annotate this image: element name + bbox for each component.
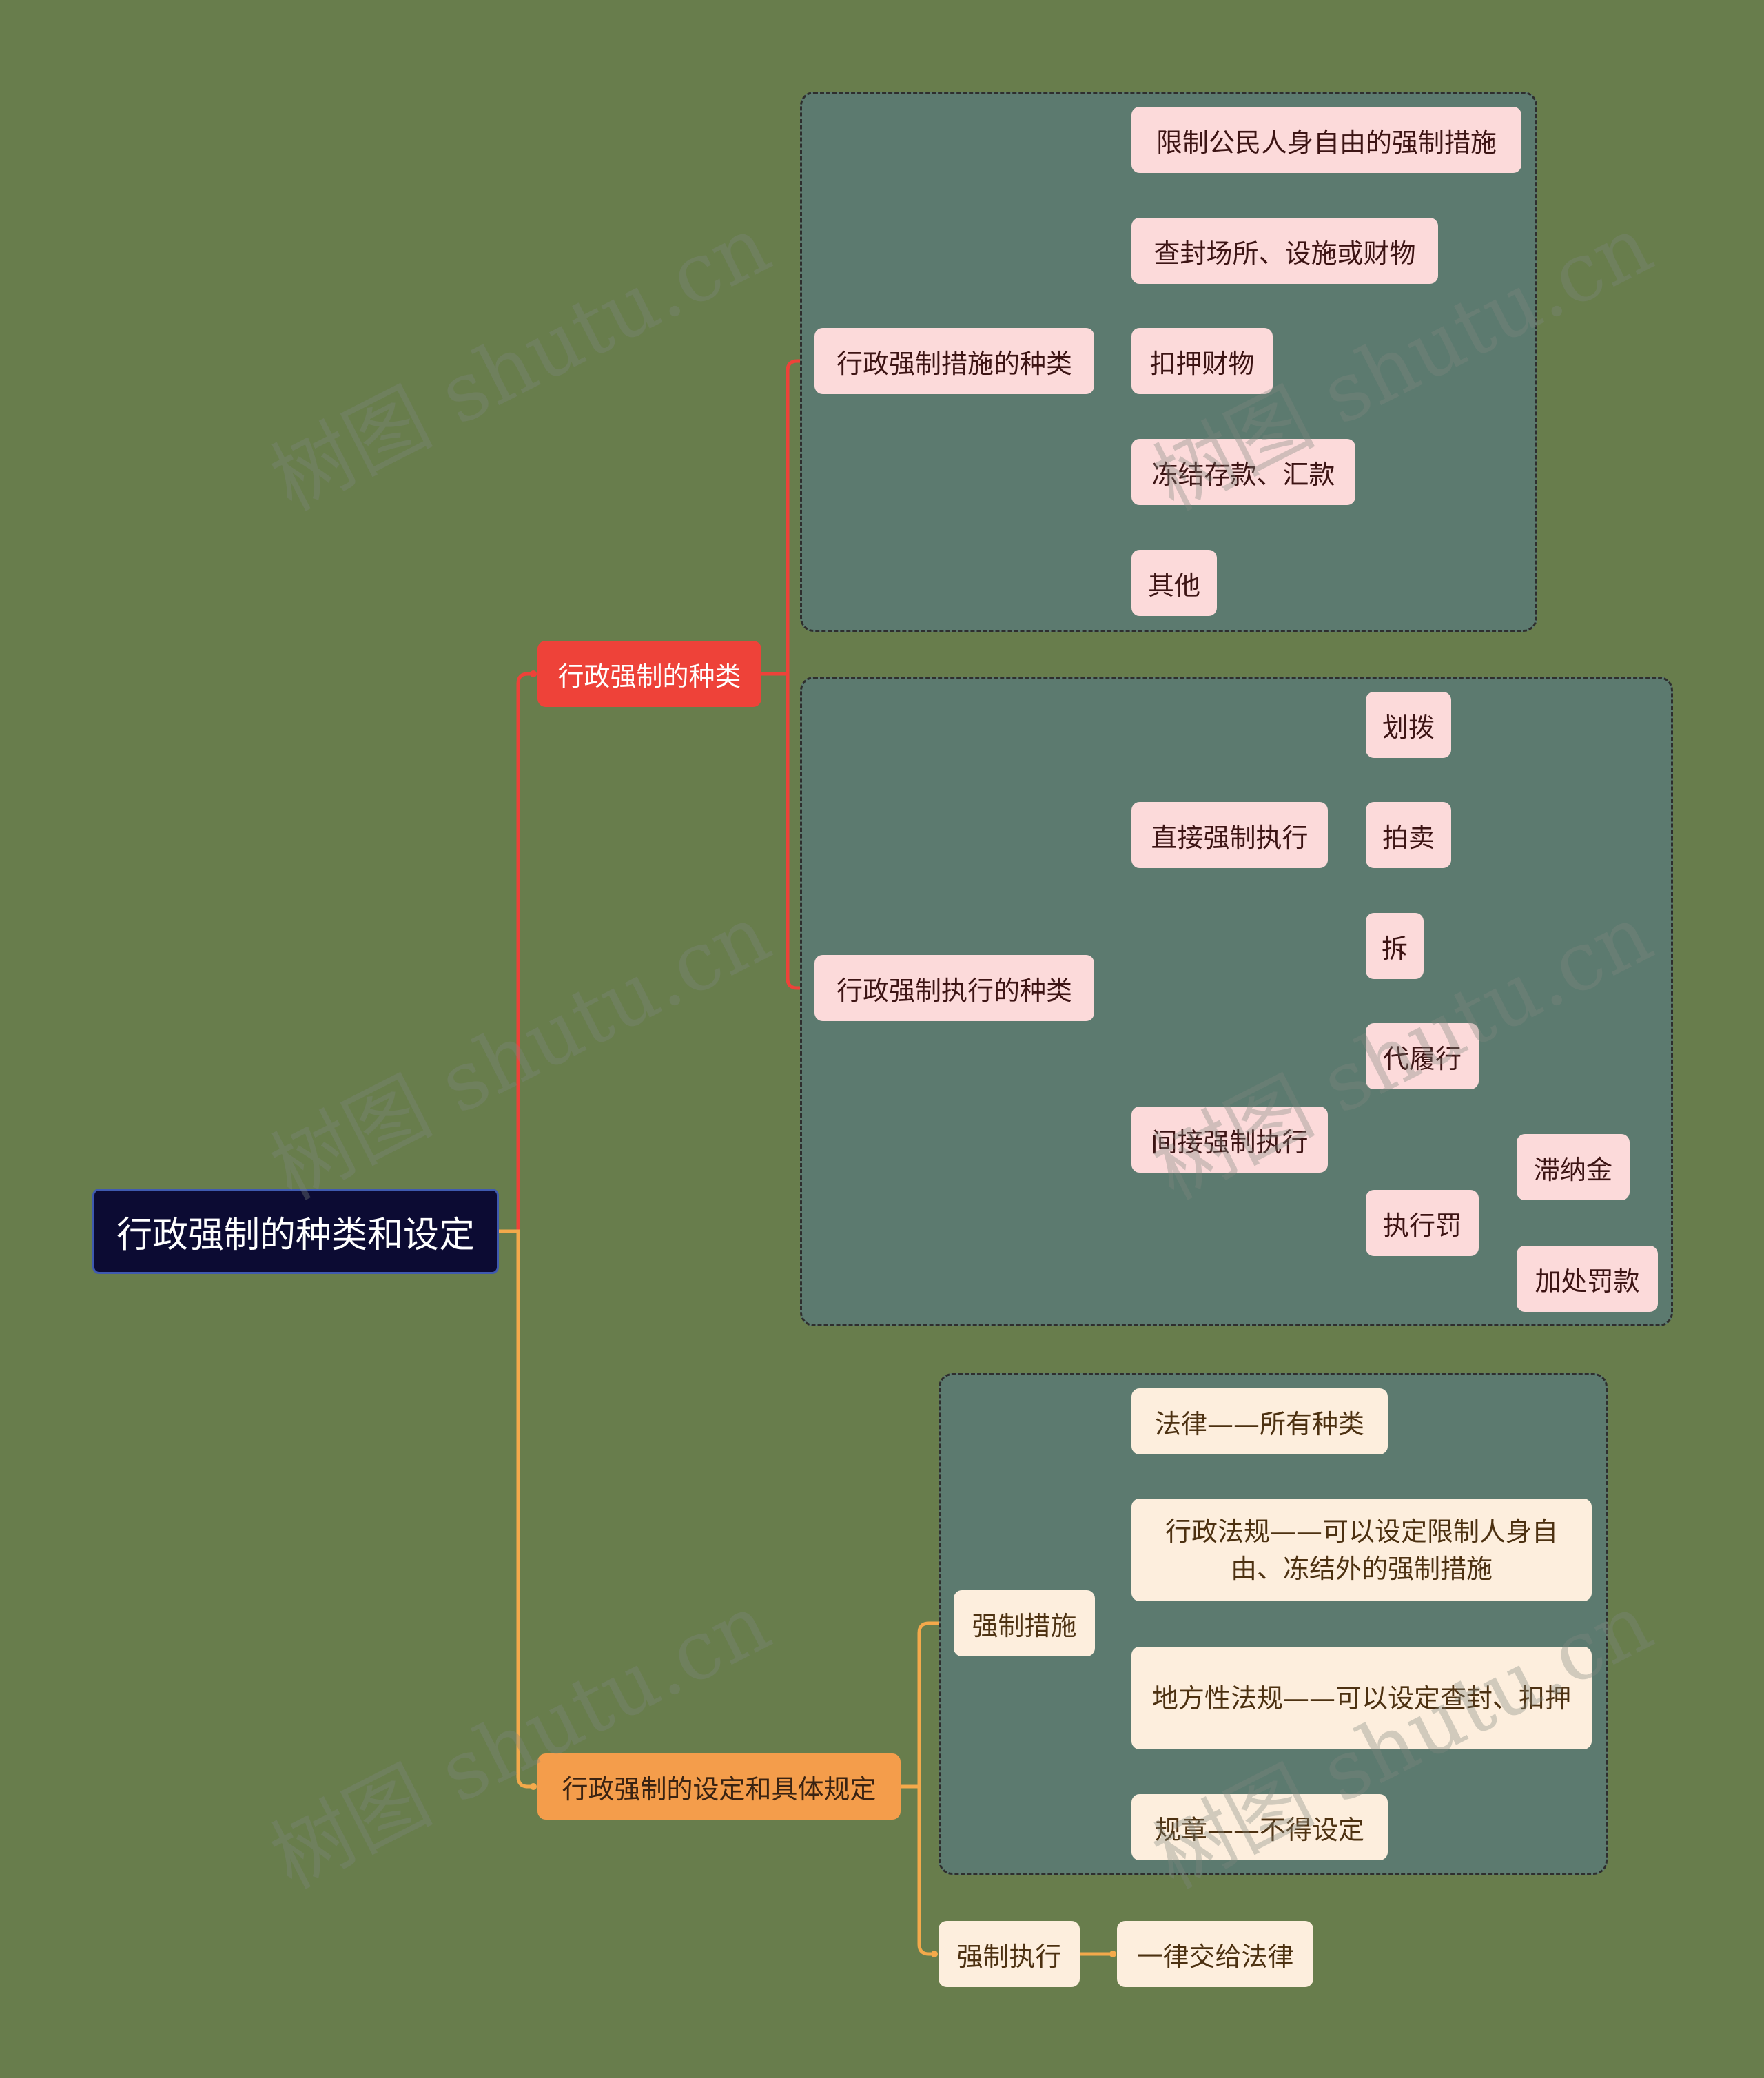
node-measure-item-2[interactable]: 查封场所、设施或财物	[1131, 218, 1438, 284]
connector-line	[497, 672, 535, 1233]
connector-line	[497, 1229, 535, 1789]
node-setting-execution-item[interactable]: 一律交给法律	[1117, 1921, 1313, 1987]
node-kinds[interactable]: 行政强制的种类	[537, 641, 761, 707]
node-penalty-item-2[interactable]: 加处罚款	[1517, 1246, 1658, 1312]
node-setting-measure-item-3[interactable]: 地方性法规——可以设定查封、扣押	[1131, 1647, 1592, 1749]
node-setting-execution[interactable]: 强制执行	[939, 1921, 1080, 1987]
node-measure-item-4[interactable]: 冻结存款、汇款	[1131, 439, 1355, 505]
node-execution-penalty[interactable]: 执行罚	[1366, 1190, 1479, 1256]
connector-line	[759, 359, 812, 676]
node-setting-measures[interactable]: 强制措施	[954, 1590, 1095, 1656]
node-direct-item-3[interactable]: 拆	[1366, 913, 1424, 979]
node-setting-measure-item-4[interactable]: 规章——不得设定	[1131, 1794, 1388, 1860]
connector-dot	[1109, 1951, 1116, 1957]
connector-line	[759, 672, 812, 990]
node-direct-item-1[interactable]: 划拨	[1366, 692, 1451, 758]
connector-line	[899, 1784, 936, 1956]
node-setting-measure-item-1[interactable]: 法律——所有种类	[1131, 1388, 1388, 1454]
node-setting-measure-item-2[interactable]: 行政法规——可以设定限制人身自由、冻结外的强制措施	[1131, 1499, 1592, 1601]
connector-dot	[530, 670, 537, 677]
node-setting[interactable]: 行政强制的设定和具体规定	[537, 1753, 901, 1820]
node-substitute-performance[interactable]: 代履行	[1366, 1023, 1479, 1089]
node-measures-kinds[interactable]: 行政强制措施的种类	[814, 328, 1094, 394]
node-direct-execution[interactable]: 直接强制执行	[1131, 802, 1328, 868]
node-execution-kinds[interactable]: 行政强制执行的种类	[814, 955, 1094, 1021]
node-measure-item-3[interactable]: 扣押财物	[1131, 328, 1273, 394]
connector-dot	[530, 1783, 537, 1790]
node-indirect-execution[interactable]: 间接强制执行	[1131, 1107, 1328, 1173]
node-penalty-item-1[interactable]: 滞纳金	[1517, 1134, 1630, 1200]
node-measure-item-5[interactable]: 其他	[1131, 550, 1217, 616]
root-node[interactable]: 行政强制的种类和设定	[92, 1189, 499, 1274]
connector-dot	[931, 1951, 938, 1957]
node-direct-item-2[interactable]: 拍卖	[1366, 802, 1451, 868]
node-measure-item-1[interactable]: 限制公民人身自由的强制措施	[1131, 107, 1521, 173]
connector-line	[899, 1621, 952, 1789]
